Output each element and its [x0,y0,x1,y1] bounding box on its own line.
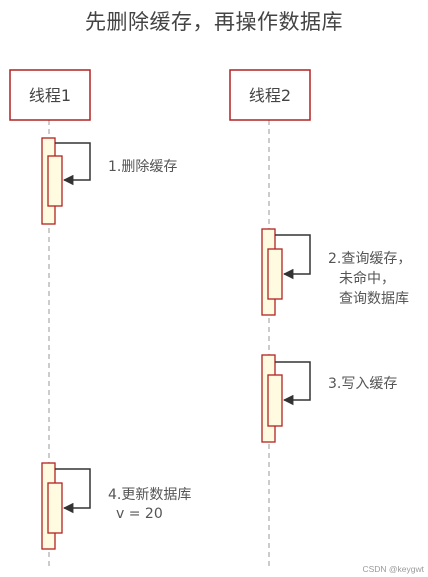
participant-box-1: 线程1 [9,69,91,121]
activation-bar-inner [47,155,63,207]
self-call-arrow [55,468,91,514]
activation-bar-inner [267,248,283,300]
self-call-arrow [275,234,311,280]
step-4: 4.更新数据库 v = 20 [41,462,196,550]
activation-bar-inner [267,374,283,427]
participant-label-2: 线程2 [249,86,291,105]
step-label-1: 1.删除缓存 [108,159,177,175]
participant-label-1: 线程1 [29,86,71,105]
step-2: 2.查询缓存， 未命中， 查询数据库 [261,228,416,316]
diagram-title: 先删除缓存，再操作数据库 [85,10,343,34]
watermark: CSDN @keygwt [362,564,424,574]
self-call-arrow [275,361,311,406]
activation-bar-inner [47,482,63,534]
participant-box-2: 线程2 [229,69,311,121]
step-label-4: 4.更新数据库 v = 20 [108,487,196,522]
step-label-2: 2.查询缓存， 未命中， 查询数据库 [328,251,416,307]
step-3: 3.写入缓存 [261,354,397,443]
self-call-arrow [55,142,91,186]
step-label-3: 3.写入缓存 [328,376,397,392]
step-1: 1.删除缓存 [41,137,177,225]
